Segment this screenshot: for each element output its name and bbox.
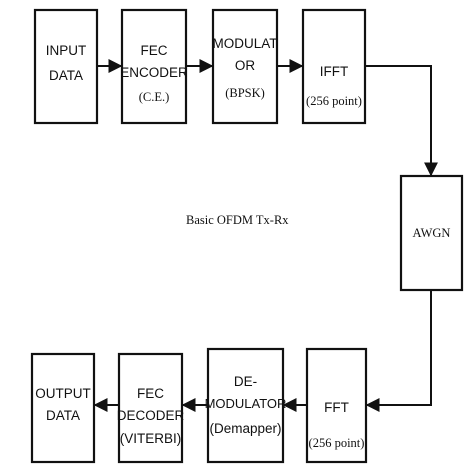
output-data-label-line2: DATA <box>46 408 80 423</box>
demodulator-label-line3: (Demapper) <box>209 421 281 436</box>
ifft-label-line1: IFFT <box>320 64 349 79</box>
modulator-block: MODULAT OR (BPSK) <box>211 8 279 125</box>
fft-label-line1: FFT <box>324 400 349 415</box>
fec-encoder-label-line1: FEC <box>141 43 168 58</box>
demodulator-label-line2: MODULATOR <box>205 396 287 411</box>
fft-block: FFT (256 point) <box>305 347 368 464</box>
fec-decoder-label-line1: FEC <box>137 386 164 401</box>
fec-decoder-label-line2: DECODER <box>117 408 185 423</box>
arrow-ifft-to-awgn <box>365 65 438 177</box>
diagram-caption: Basic OFDM Tx-Rx <box>186 213 289 227</box>
fft-label-line2: (256 point) <box>309 436 365 450</box>
demodulator-label-line1: DE- <box>234 374 257 389</box>
demodulator-block: DE- MODULATOR (Demapper) <box>205 347 287 464</box>
modulator-label-line3: (BPSK) <box>225 86 265 100</box>
fec-decoder-label-line3: (VITERBI) <box>120 431 182 446</box>
input-data-label-line2: DATA <box>49 68 83 83</box>
ifft-label-line2: (256 point) <box>306 94 362 108</box>
awgn-label: AWGN <box>413 226 451 240</box>
fec-encoder-label-line3: (C.E.) <box>139 90 170 104</box>
modulator-label-line1: MODULAT <box>212 36 277 51</box>
output-data-block: OUTPUT DATA <box>30 352 96 464</box>
fec-encoder-label-line2: ENCODER <box>120 65 188 80</box>
ifft-block: IFFT (256 point) <box>301 8 367 125</box>
modulator-label-line2: OR <box>235 58 256 73</box>
input-data-label-line1: INPUT <box>46 43 87 58</box>
arrow-awgn-to-fft <box>365 290 432 412</box>
output-data-label-line1: OUTPUT <box>35 386 91 401</box>
input-data-block: INPUT DATA <box>33 8 99 125</box>
awgn-block: AWGN <box>399 174 464 292</box>
fec-encoder-block: FEC ENCODER (C.E.) <box>120 8 188 125</box>
fec-decoder-block: FEC DECODER (VITERBI) <box>117 352 185 464</box>
